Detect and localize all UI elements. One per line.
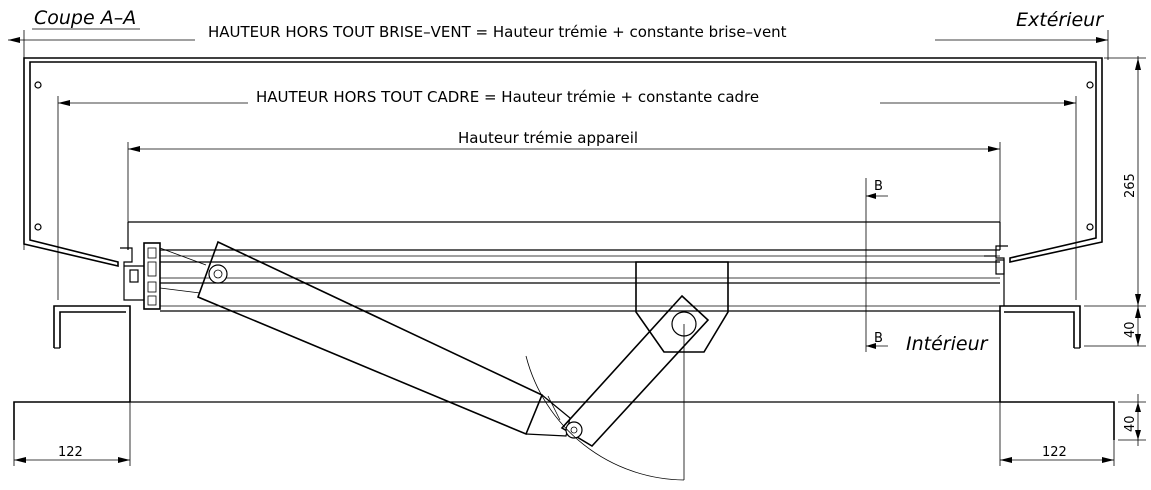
- windbreak-dimension-text: HAUTEUR HORS TOUT BRISE–VENT = Hauteur t…: [208, 23, 787, 41]
- section-b-bottom-label: B: [874, 331, 883, 346]
- opening-dimension: Hauteur trémie appareil: [127, 129, 1001, 222]
- right-extrusion: [984, 245, 1008, 306]
- section-b-top-label: B: [874, 179, 883, 194]
- frame-dimension-text: HAUTEUR HORS TOUT CADRE = Hauteur trémie…: [256, 88, 759, 106]
- curb: [53, 305, 1081, 402]
- left-offset-dimension: 122: [13, 402, 131, 466]
- left-offset-text: 122: [58, 445, 83, 460]
- interior-label: Intérieur: [906, 333, 989, 355]
- base-slab: [13, 401, 1115, 440]
- frame-dimension: HAUTEUR HORS TOUT CADRE = Hauteur trémie…: [57, 87, 1077, 300]
- windbreak-dimension: HAUTEUR HORS TOUT BRISE–VENT = Hauteur t…: [8, 22, 1109, 250]
- actuator-cylinder: [159, 240, 571, 437]
- side-height-text: 265: [1123, 173, 1138, 198]
- left-extrusion: [120, 242, 161, 310]
- upstand-height-text: 40: [1123, 321, 1138, 338]
- right-dimensions: 265 40: [1084, 56, 1146, 347]
- right-offset-dimension: 122: [999, 402, 1115, 466]
- opening-dimension-text: Hauteur trémie appareil: [458, 129, 638, 147]
- windbreak-profile: [23, 57, 1103, 268]
- right-offset-text: 122: [1042, 445, 1067, 460]
- section-title: Coupe A–A: [34, 7, 136, 29]
- lid-panel: [127, 221, 1001, 312]
- base-height-text: 40: [1123, 415, 1138, 432]
- exterior-label: Extérieur: [1016, 9, 1104, 31]
- base-dimension: 40: [1118, 394, 1146, 446]
- hinge-bracket: [525, 261, 729, 481]
- section-b-marks: B B: [865, 178, 888, 352]
